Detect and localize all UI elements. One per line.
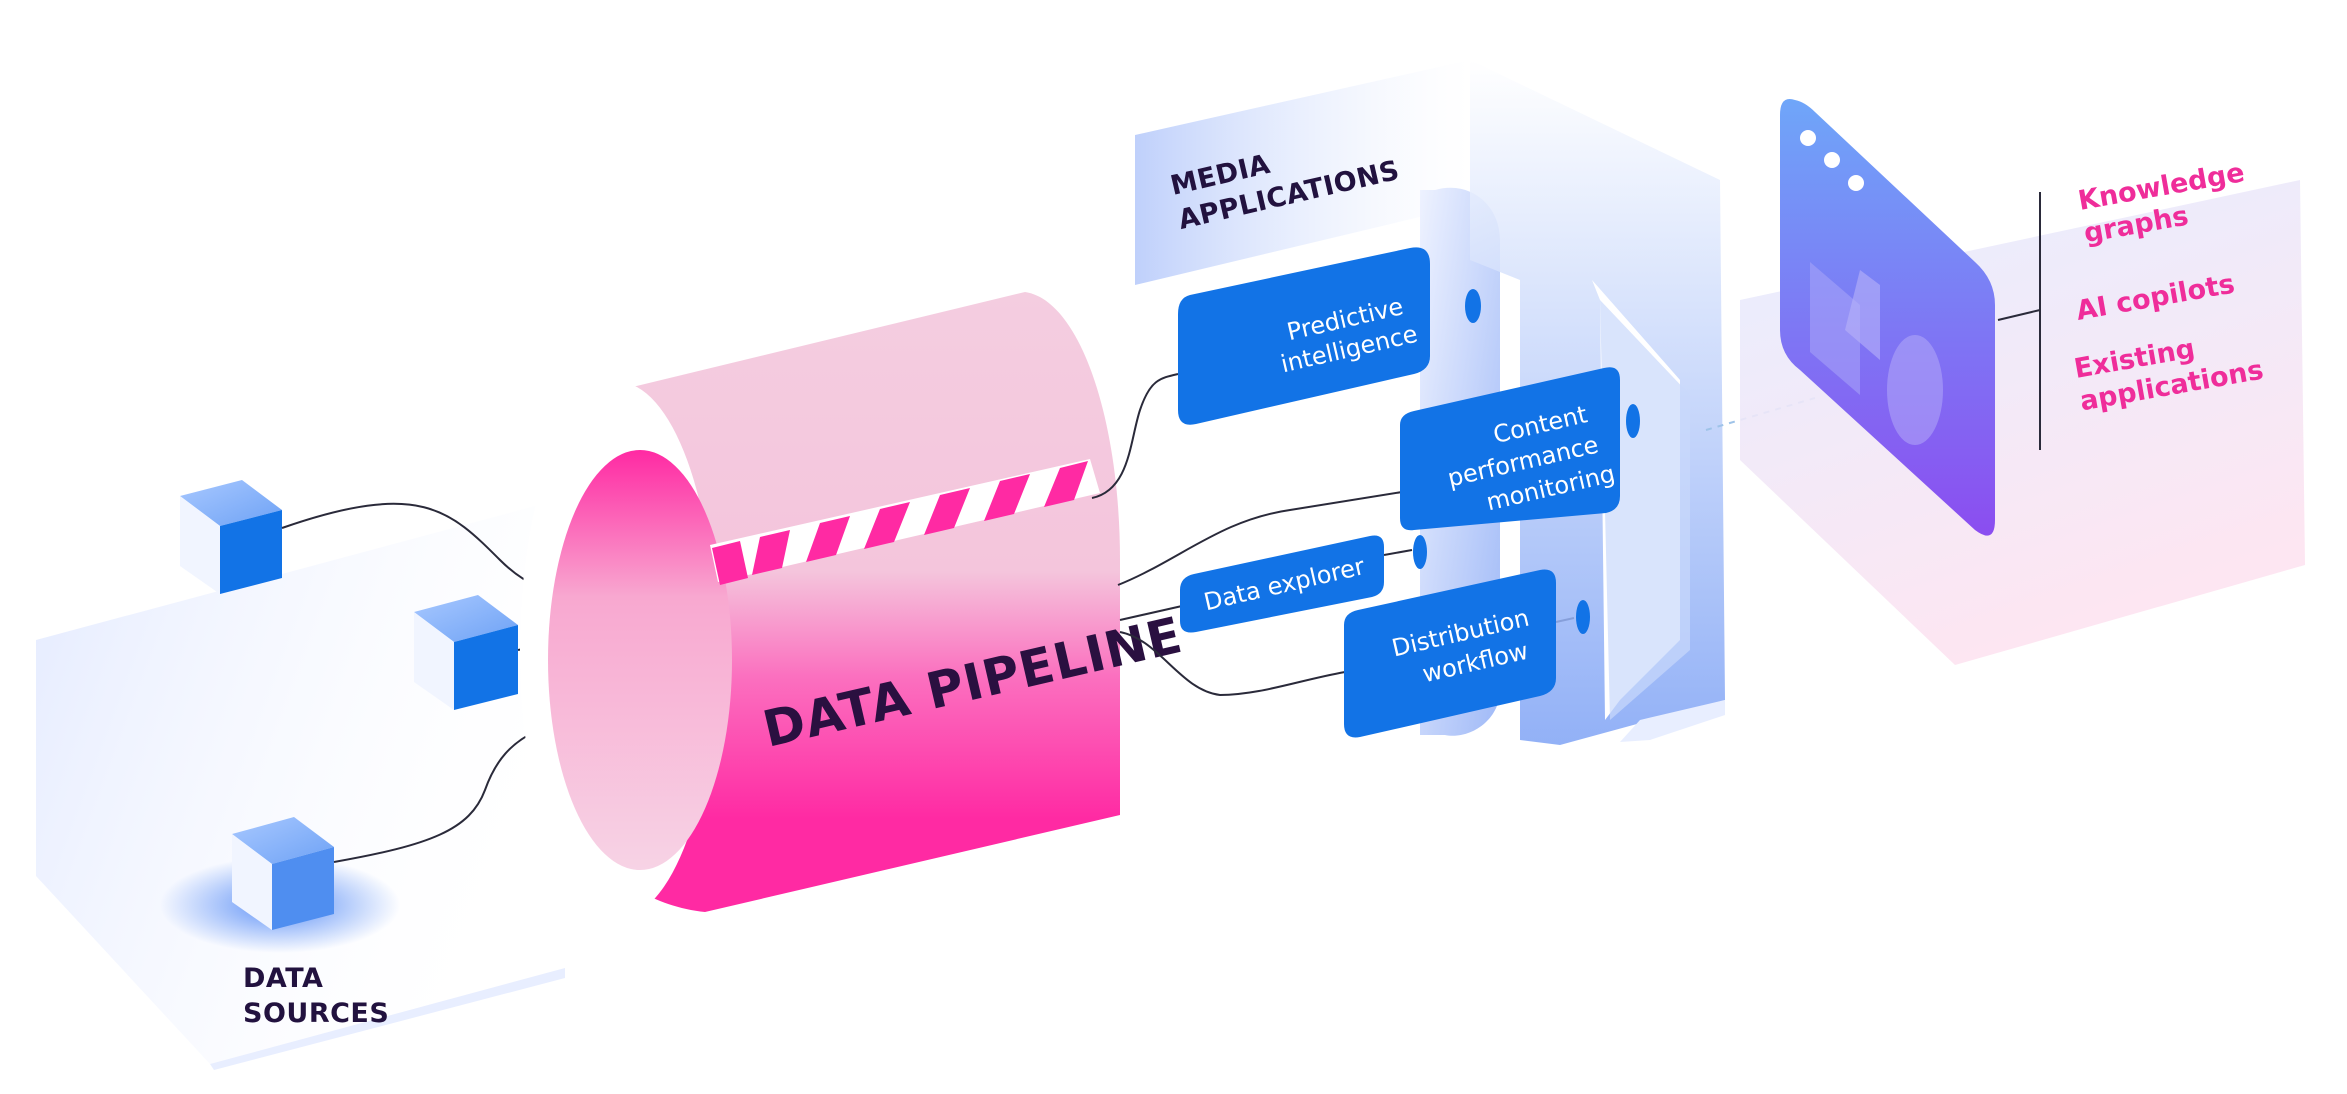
app-content-performance-monitoring: Content performance monitoring bbox=[1400, 367, 1640, 531]
window-circle-shape bbox=[1887, 335, 1943, 445]
window-dot bbox=[1848, 175, 1864, 191]
pipeline-opening bbox=[548, 450, 732, 870]
port-dot bbox=[1465, 289, 1481, 323]
source-cube-2 bbox=[414, 595, 518, 710]
port-dot bbox=[1413, 535, 1427, 569]
window-dot bbox=[1800, 130, 1816, 146]
source-cube-1 bbox=[180, 480, 282, 594]
port-dot bbox=[1576, 600, 1590, 634]
data-sources-label: DATA SOURCES bbox=[243, 963, 389, 1029]
source-cube-3 bbox=[232, 817, 334, 930]
app-predictive-intelligence: Predictive intelligence bbox=[1178, 247, 1481, 425]
data-pipeline-cylinder: DATA PIPELINE bbox=[520, 292, 1188, 918]
outputs-panel: Knowledge graphs AI copilots Existing ap… bbox=[1740, 99, 2305, 665]
pipeline-stripe-band bbox=[710, 459, 1100, 585]
app-window-icon bbox=[1780, 99, 1995, 536]
window-square-shape bbox=[1810, 262, 1860, 395]
output-bracket bbox=[1997, 192, 2041, 450]
app-distribution-workflow: Distribution workflow bbox=[1344, 569, 1590, 738]
port-dot bbox=[1626, 404, 1640, 438]
window-triangle-shape bbox=[1845, 270, 1880, 360]
data-sources-panel: DATA SOURCES bbox=[36, 498, 565, 1070]
window-dot bbox=[1824, 152, 1840, 168]
